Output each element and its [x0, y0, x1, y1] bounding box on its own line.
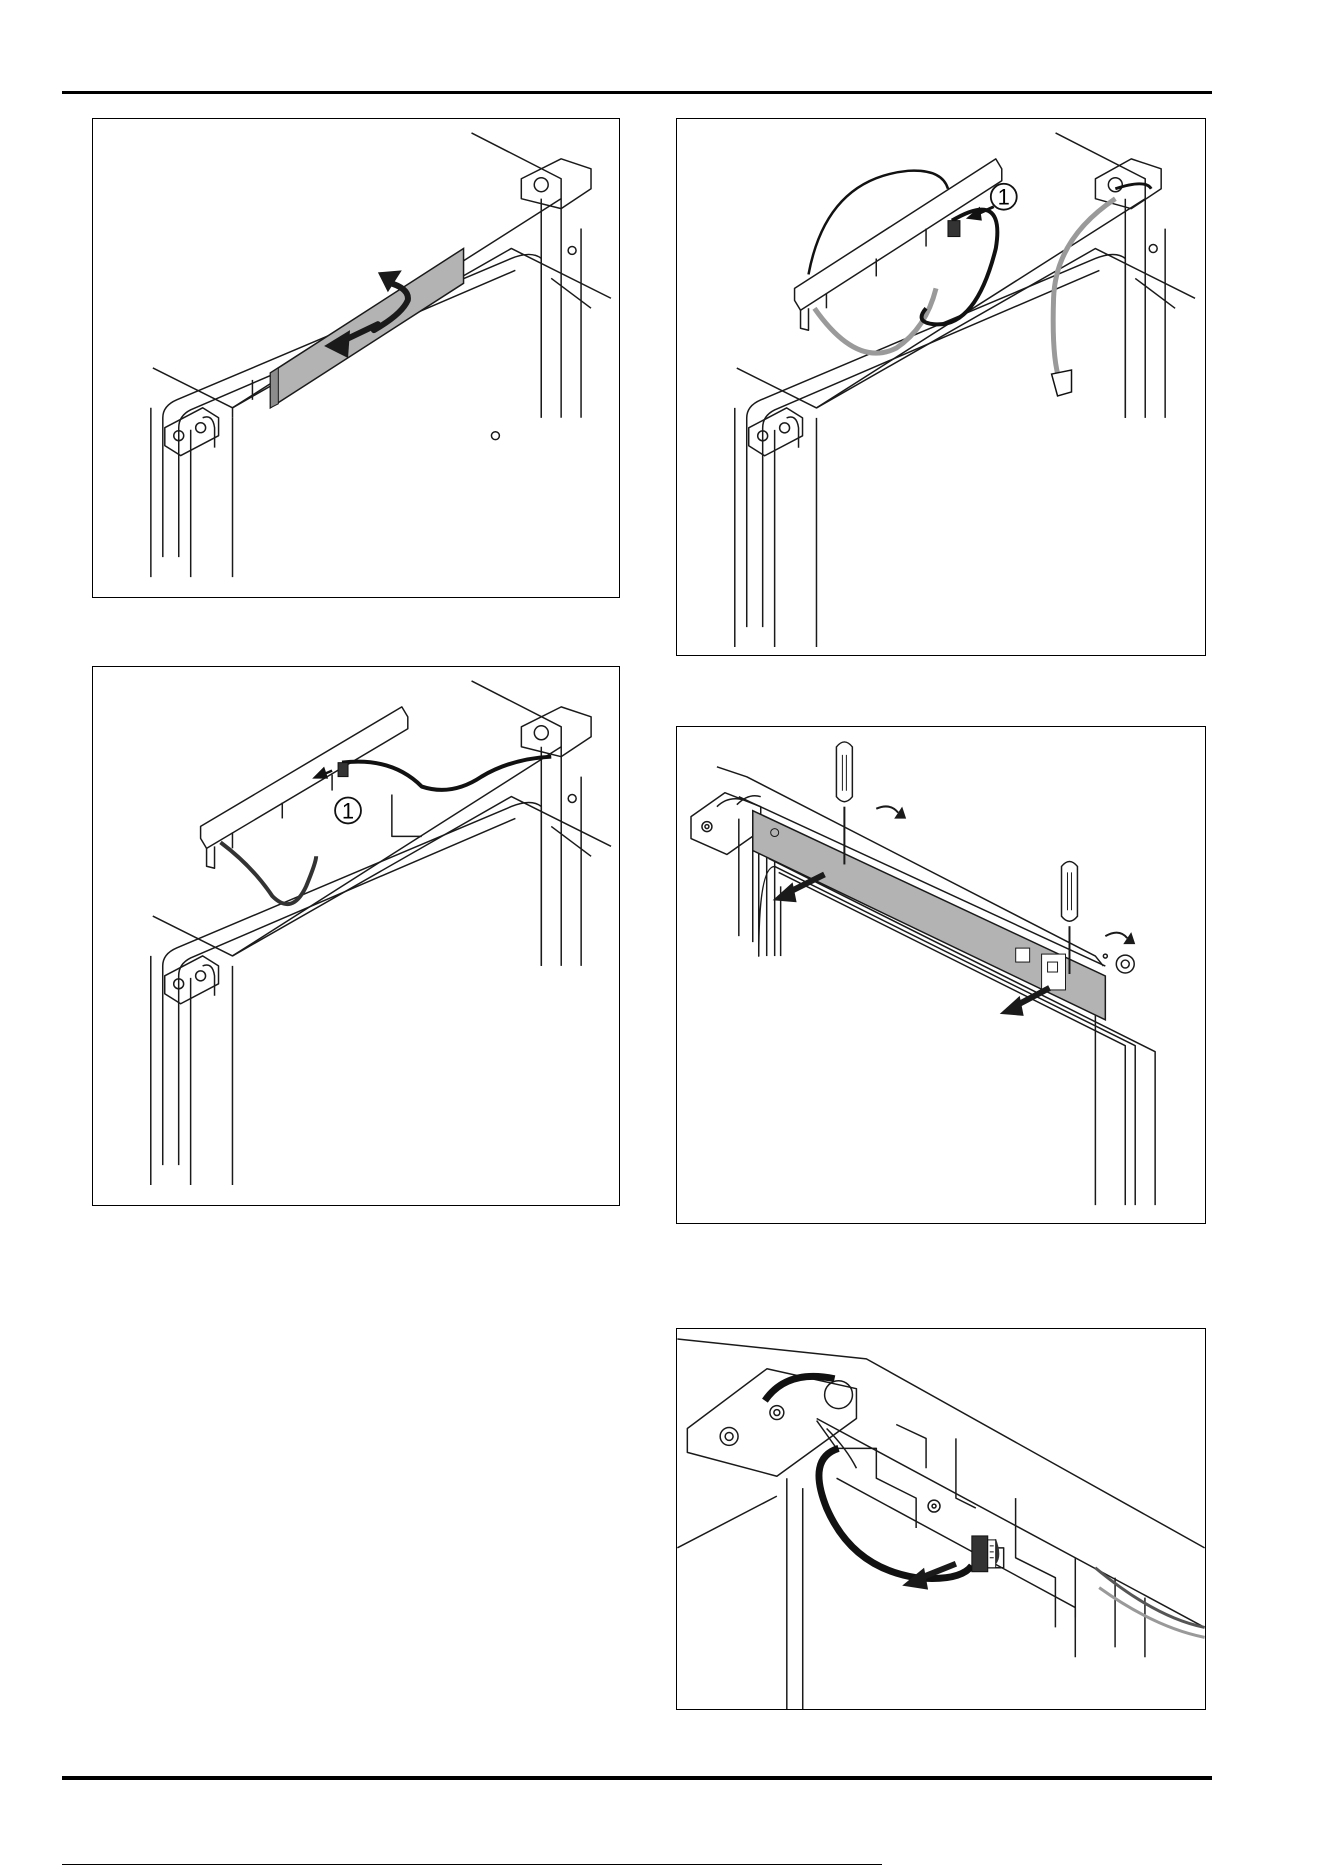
footer-thin-rule: [62, 1864, 882, 1865]
connector-icon: [338, 763, 348, 777]
figure-cable-disconnect-bottom: 1: [92, 666, 620, 1206]
footer-rule: [62, 1776, 1212, 1780]
screwdriver-icon: [836, 742, 852, 865]
figure-cover-strip-removal: [92, 118, 620, 598]
connector-icon: [1052, 370, 1072, 396]
cable: [1053, 199, 1115, 380]
arrow-icon: [809, 171, 948, 275]
connector-icon: [972, 1536, 996, 1572]
connector-icon: [948, 221, 960, 237]
cable: [819, 1448, 972, 1578]
illustration-fridge-top-1: [93, 119, 619, 597]
illustration-connector-detail: [677, 1329, 1205, 1709]
arrow-icon: [876, 806, 898, 812]
callout-number: 1: [998, 185, 1010, 210]
figure-connector-pull: [676, 1328, 1206, 1710]
figure-panel-pry-screwdriver: [676, 726, 1206, 1224]
cable: [221, 842, 317, 904]
panel: [753, 811, 1106, 1020]
arrow-icon: [1105, 933, 1127, 939]
figure-cable-disconnect-top: 1: [676, 118, 1206, 656]
callout-number: 1: [342, 798, 354, 823]
illustration-fridge-top-2: 1: [677, 119, 1205, 655]
header-rule: [62, 91, 1212, 94]
illustration-fridge-top-3: 1: [93, 667, 619, 1205]
illustration-panel-removal: [677, 727, 1205, 1223]
